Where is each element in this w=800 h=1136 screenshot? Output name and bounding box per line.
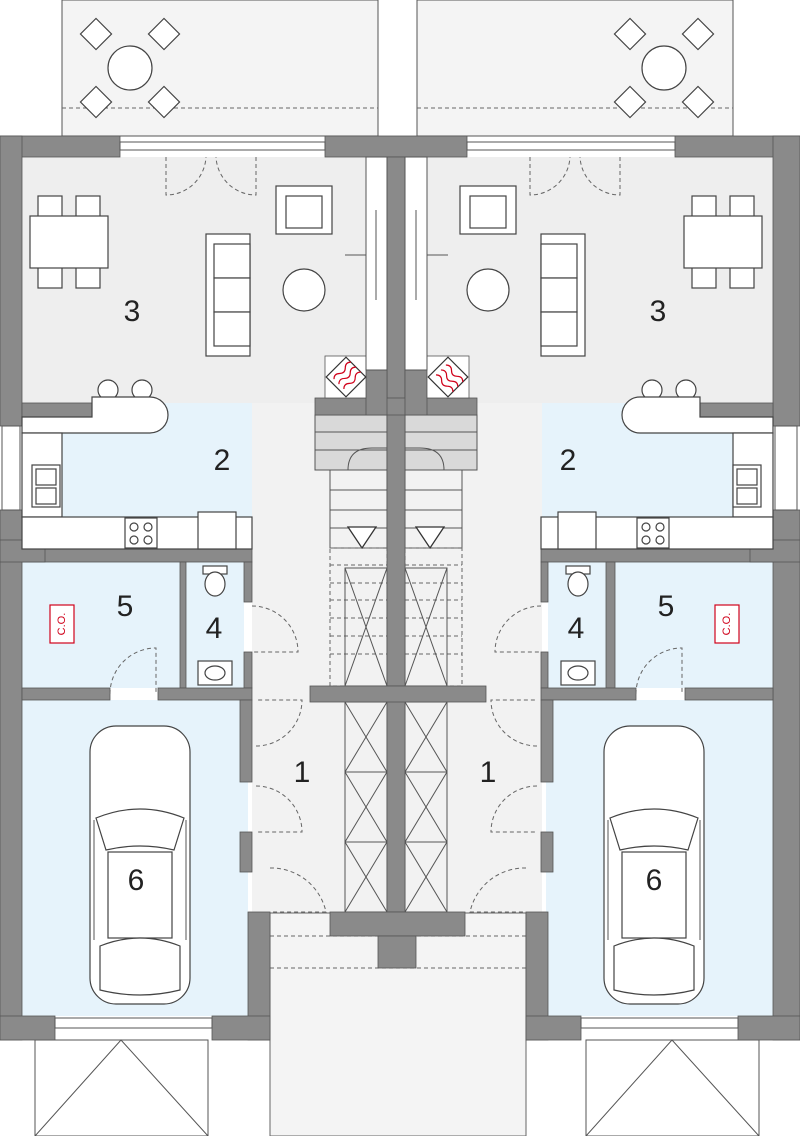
chimney-left — [325, 356, 367, 398]
walls — [0, 135, 800, 1041]
room-number-garage-left: 6 — [128, 864, 145, 897]
toilet-left — [197, 565, 233, 686]
room-number-hall-right: 1 — [480, 756, 497, 789]
sofa-right — [540, 233, 586, 357]
boiler-right-floor — [615, 562, 773, 688]
room-number-living-right: 3 — [650, 295, 667, 328]
room-number-boiler-left: 5 — [117, 590, 134, 623]
stair-arrow-left — [346, 526, 378, 550]
stairs — [314, 414, 478, 913]
stair-arrow-right — [414, 526, 446, 550]
car-right — [603, 725, 705, 1005]
room-number-kitchen-right: 2 — [560, 444, 577, 477]
driveway-left — [34, 1039, 209, 1136]
boiler-box-right — [714, 604, 740, 644]
room-number-garage-right: 6 — [646, 864, 663, 897]
openings — [1, 141, 798, 1029]
car-left — [89, 725, 191, 1005]
room-number-boiler-right: 5 — [658, 590, 675, 623]
terrace-table-right — [613, 17, 715, 119]
room-number-living-left: 3 — [124, 295, 141, 328]
toilet-right — [560, 565, 596, 686]
armchair-right — [459, 185, 517, 235]
co-label-right: C.O. — [721, 613, 733, 636]
chimney-right — [427, 356, 469, 398]
co-label-left: C.O. — [56, 613, 68, 636]
dining-table-left — [29, 195, 109, 289]
coffee-table-right — [466, 268, 510, 312]
coffee-table-left — [282, 268, 326, 312]
terrace-table-left — [79, 17, 181, 119]
breakfast-bar-left — [21, 379, 169, 434]
driveway-right — [585, 1039, 760, 1136]
room-number-wc-right: 4 — [568, 612, 585, 645]
kitchen-counter-right — [540, 432, 774, 550]
room-number-wc-left: 4 — [206, 612, 223, 645]
dining-table-right — [683, 195, 763, 289]
kitchen-counter-left — [21, 432, 253, 550]
boiler-left-floor — [22, 562, 180, 688]
room-labels: 3 2 5 4 1 6 3 2 5 4 1 6 C.O. C.O. — [56, 295, 733, 897]
room-number-hall-left: 1 — [294, 756, 311, 789]
breakfast-bar-right — [621, 379, 774, 434]
armchair-left — [275, 185, 333, 235]
room-number-kitchen-left: 2 — [214, 444, 231, 477]
sofa-left — [205, 233, 251, 357]
boiler-box-left — [49, 604, 75, 644]
furniture — [21, 17, 774, 1005]
